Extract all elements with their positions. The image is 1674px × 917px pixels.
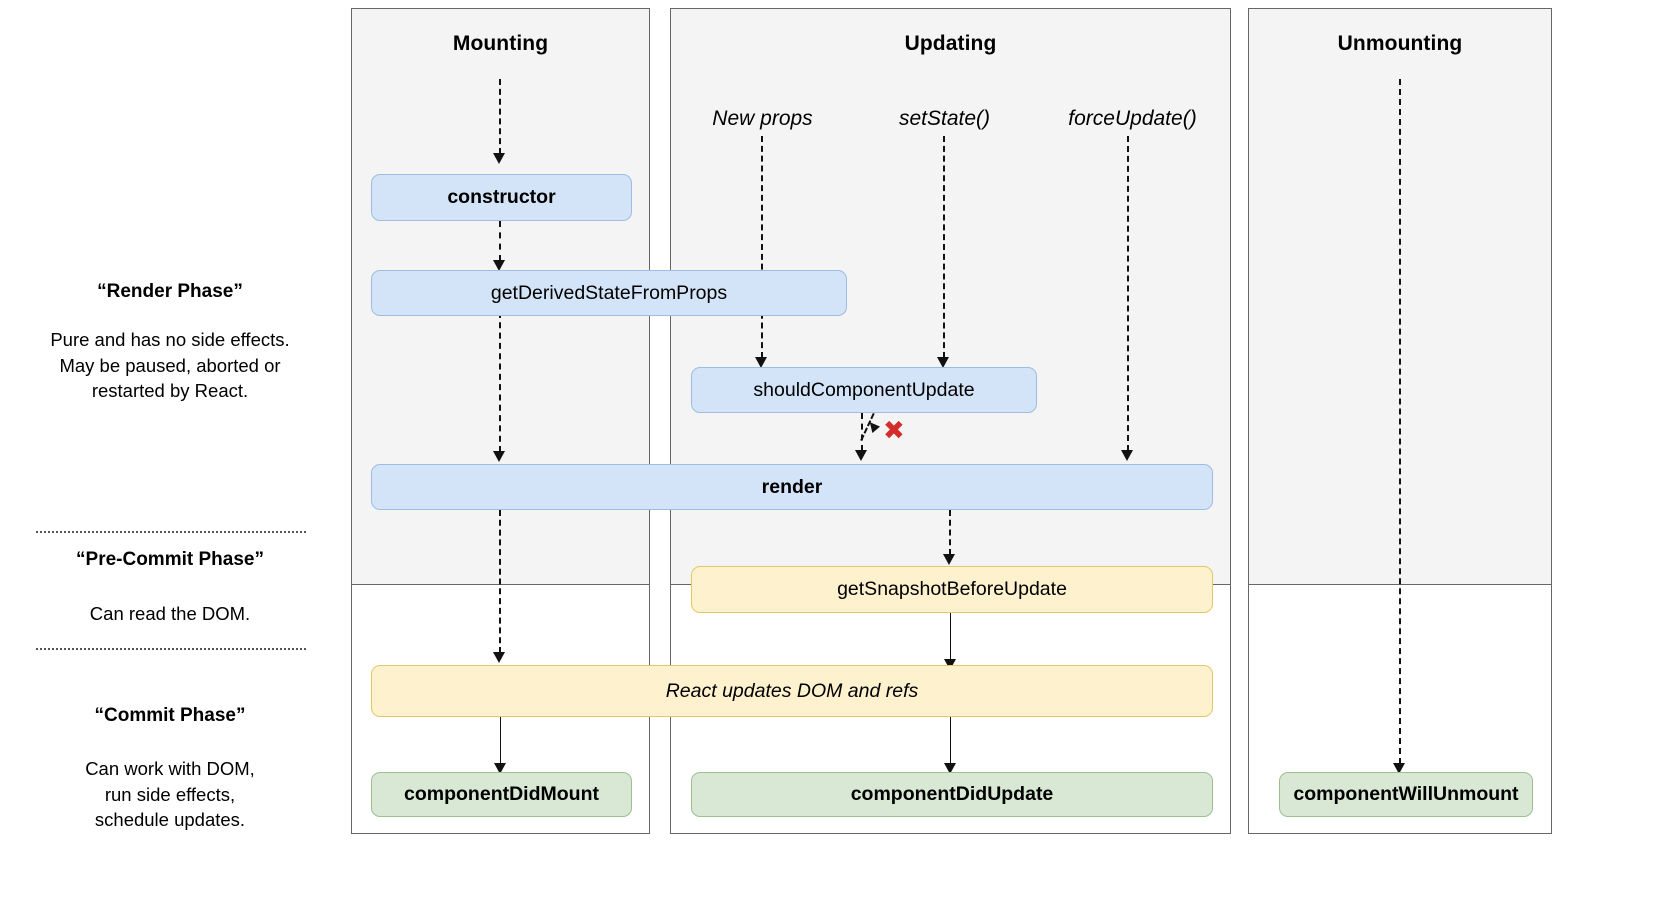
connector-force-update xyxy=(1127,136,1129,451)
column-title-mounting: Mounting xyxy=(452,32,549,55)
phase-description-commit: Can work with DOM, run side effects, sch… xyxy=(85,758,255,831)
trigger-label-new-props: New props xyxy=(712,107,813,130)
column-title-updating: Updating xyxy=(904,32,997,55)
trigger-label-set-state: setState() xyxy=(898,107,991,130)
node-component-did-mount[interactable]: componentDidMount xyxy=(371,772,632,817)
connector-gdsfp-to-render xyxy=(499,312,501,452)
arrowhead-component-will-unmount xyxy=(1393,763,1405,774)
connector-render-to-snapshot xyxy=(949,510,951,555)
node-should-component-update[interactable]: shouldComponentUpdate xyxy=(691,367,1037,413)
arrowhead-mounting-constructor xyxy=(493,153,505,164)
phase-heading-render: “Render Phase” xyxy=(97,281,243,302)
node-constructor[interactable]: constructor xyxy=(371,174,632,221)
node-get-derived-state-from-props[interactable]: getDerivedStateFromProps xyxy=(371,270,847,316)
phase-heading-commit: “Commit Phase” xyxy=(94,705,246,726)
phase-divider-bottom xyxy=(36,648,306,650)
phase-heading-pre-commit: “Pre-Commit Phase” xyxy=(76,549,264,570)
arrowhead-gdsfp xyxy=(493,260,505,271)
column-title-unmounting: Unmounting xyxy=(1337,32,1463,55)
arrowhead-render-mounting xyxy=(493,451,505,462)
connector-set-state xyxy=(943,136,945,358)
connector-mounting-start xyxy=(499,79,501,154)
phase-divider-top xyxy=(36,531,306,533)
connector-react-updates-to-cdm xyxy=(500,717,501,764)
node-get-snapshot-before-update[interactable]: getSnapshotBeforeUpdate xyxy=(691,566,1213,613)
arrowhead-component-did-update xyxy=(944,763,956,774)
connector-unmounting-start xyxy=(1399,79,1401,764)
arrowhead-set-state-scu xyxy=(937,357,949,368)
phase-description-render: Pure and has no side effects. May be pau… xyxy=(50,329,290,402)
connector-react-updates-to-cdu xyxy=(950,717,951,764)
abort-x-icon: ✖ xyxy=(883,416,905,446)
arrowhead-react-updates-mounting xyxy=(493,652,505,663)
node-render[interactable]: render xyxy=(371,464,1213,510)
phase-description-pre-commit: Can read the DOM. xyxy=(89,603,251,624)
connector-snapshot-to-react-updates xyxy=(950,613,951,660)
connector-new-props xyxy=(761,136,763,358)
node-component-will-unmount[interactable]: componentWillUnmount xyxy=(1279,772,1533,817)
trigger-label-force-update: forceUpdate() xyxy=(1068,107,1197,130)
connector-scu-to-render xyxy=(861,413,863,451)
node-component-did-update[interactable]: componentDidUpdate xyxy=(691,772,1213,817)
connector-render-to-react-updates-mounting xyxy=(499,510,501,653)
arrowhead-react-updates-updating xyxy=(944,659,956,670)
node-react-updates-dom-and-refs[interactable]: React updates DOM and refs xyxy=(371,665,1213,717)
arrowhead-force-update-render xyxy=(1121,450,1133,461)
arrowhead-render-updating xyxy=(855,450,867,461)
connector-constructor-to-gdsfp xyxy=(499,221,501,261)
arrowhead-get-snapshot xyxy=(943,554,955,565)
arrowhead-new-props-scu xyxy=(755,357,767,368)
arrowhead-component-did-mount xyxy=(494,763,506,774)
